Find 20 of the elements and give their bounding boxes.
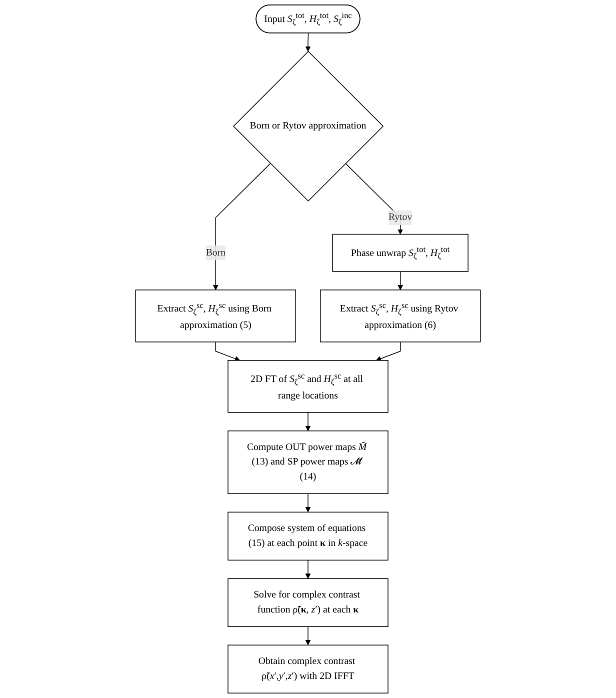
node-box: Obtain complex contrast ρ̃(x′,y′,z′) with 2D IFFT — [228, 644, 388, 694]
edge-label: Rytov — [388, 212, 412, 223]
arrow — [215, 342, 240, 362]
arrow — [305, 493, 311, 512]
arrow — [212, 163, 271, 290]
node-box: Extract S$_{ζ}$$^{sc}$, H$_{ζ}$$^{sc}$ using Born approximation (5) — [135, 290, 296, 342]
arrow — [305, 412, 311, 432]
node-box: Solve for complex contrast function ρ̃(κ, z′) at each κ — [228, 578, 388, 627]
arrow — [305, 560, 311, 579]
edge-label: Born — [206, 247, 226, 258]
node-diamond: Born or Rytov approximation — [232, 50, 384, 202]
node-box: Compose system of equations (15) at each point κ in k-space — [228, 512, 388, 560]
node-box: Compute OUT power maps M̃ (13) and SP power maps 𝓜̃ (14) — [228, 430, 388, 494]
node-box: Extract S$_{ζ}$$^{sc}$, H$_{ζ}$$^{sc}$ using Rytov approximation (6) — [320, 290, 481, 342]
arrow — [305, 626, 311, 646]
node-box: 2D FT of S$_{ζ}$$^{sc}$ and H$_{ζ}$$^{sc}$ at all range locations — [228, 360, 388, 413]
arrow — [376, 342, 401, 362]
arrow — [305, 32, 311, 52]
arrow — [345, 163, 404, 234]
arrow — [398, 271, 404, 290]
